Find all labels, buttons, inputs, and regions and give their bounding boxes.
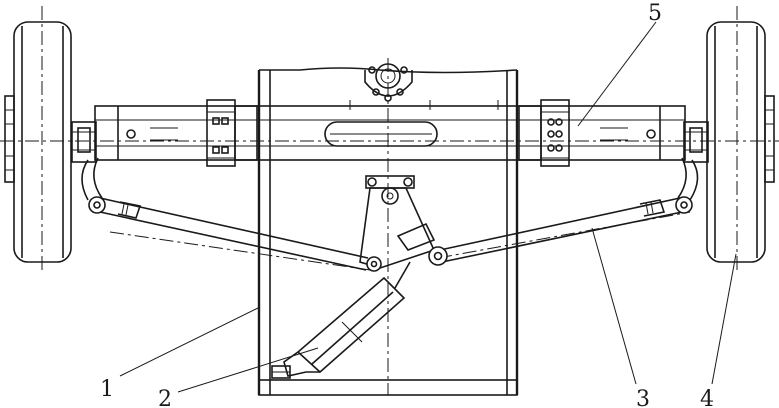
callout-4: 4 [700, 387, 714, 408]
callout-1: 1 [100, 377, 114, 402]
left-clamp [206, 99, 258, 167]
center-slot [324, 121, 438, 147]
top-flange [364, 63, 413, 102]
left-knuckle [71, 121, 103, 201]
right-clamp [518, 99, 570, 167]
callout-leaders [119, 21, 737, 393]
right-tie-rod [439, 196, 693, 263]
axle-beam [94, 100, 686, 161]
left-wheel [4, 21, 72, 263]
right-wheel [706, 21, 775, 263]
left-tie-rod [88, 196, 369, 271]
right-knuckle [677, 121, 709, 201]
callout-2: 2 [158, 387, 172, 408]
power-cylinder [271, 261, 411, 379]
steering-bracket [359, 175, 448, 272]
callout-5: 5 [648, 1, 662, 26]
callout-3: 3 [636, 387, 650, 408]
